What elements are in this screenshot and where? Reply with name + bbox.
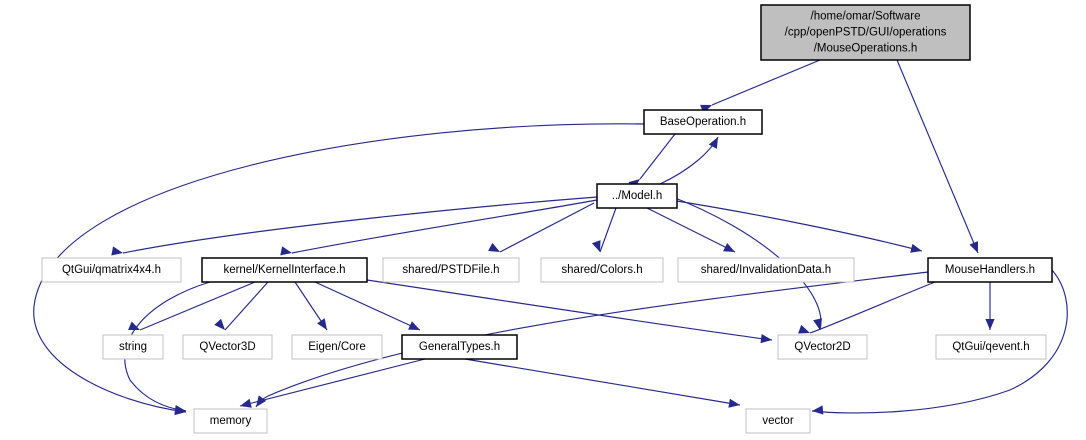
node-label: QtGui/qmatrix4x4.h: [62, 264, 161, 276]
node-box[interactable]: [182, 334, 273, 360]
arrowhead: [280, 246, 292, 256]
node-label: BaseOperation.h: [660, 116, 746, 128]
node-label: GeneralTypes.h: [419, 341, 500, 353]
node-label: QVector3D: [199, 341, 255, 353]
edge-kernelinterface-to-generaltypes: [314, 281, 421, 331]
edge-model-to-mousehandlers: [663, 198, 923, 253]
node-label: /cpp/openPSTD/GUI/operations: [785, 27, 947, 39]
node-label: kernel/KernelInterface.h: [223, 264, 345, 276]
edge-mousehandlers-to-qevent: [985, 282, 995, 330]
node-box[interactable]: [935, 334, 1047, 360]
node-memory[interactable]: memory: [193, 408, 268, 434]
edge-model-to-baseoperation: [659, 136, 719, 185]
edge-kernelinterface-to-string: [128, 281, 256, 331]
node-box[interactable]: [760, 4, 971, 61]
arrowhead: [317, 318, 327, 330]
arrowhead: [256, 395, 267, 407]
node-box[interactable]: [102, 334, 164, 360]
nodes-layer: /home/omar/Software/cpp/openPSTD/GUI/ope…: [41, 4, 1053, 434]
node-label: /home/omar/Software: [811, 11, 921, 23]
node-label: MouseHandlers.h: [945, 264, 1035, 276]
edge-mousehandlers-to-qvector2d: [798, 281, 936, 334]
node-qvector3d[interactable]: QVector3D: [182, 334, 273, 360]
node-box[interactable]: [596, 183, 678, 209]
node-kernelinterface[interactable]: kernel/KernelInterface.h: [201, 257, 368, 283]
arrowhead: [812, 405, 824, 415]
arrowhead: [985, 318, 995, 330]
node-label: Eigen/Core: [308, 341, 366, 353]
edges-layer: [33, 59, 1068, 416]
node-pstdfile[interactable]: shared/PSTDFile.h: [382, 257, 520, 283]
node-box[interactable]: [927, 257, 1053, 283]
node-box[interactable]: [777, 334, 868, 360]
node-label: shared/InvalidationData.h: [701, 264, 831, 276]
arrowhead: [708, 137, 718, 149]
node-label: vector: [762, 415, 793, 427]
node-string[interactable]: string: [102, 334, 164, 360]
edge-kernelinterface-to-qvector2d: [366, 279, 773, 344]
node-mousehandlers[interactable]: MouseHandlers.h: [927, 257, 1053, 283]
node-label: ../Model.h: [612, 190, 663, 202]
edge-root-to-mousehandlers: [896, 59, 979, 254]
arrowhead: [969, 241, 978, 253]
arrowhead: [488, 242, 500, 252]
node-box[interactable]: [41, 257, 182, 283]
edge-root-to-baseoperation: [700, 59, 821, 114]
node-qmatrix4x4[interactable]: QtGui/qmatrix4x4.h: [41, 257, 182, 283]
edge-model-to-colors: [591, 207, 617, 253]
node-label: string: [119, 341, 147, 353]
node-baseoperation[interactable]: BaseOperation.h: [643, 109, 763, 135]
edge-model-to-qmatrix4x4: [111, 196, 598, 256]
edge-baseoperation-to-model: [628, 133, 676, 190]
arrowhead: [813, 318, 823, 330]
node-label: QtGui/qevent.h: [952, 341, 1029, 353]
arrowhead: [214, 318, 225, 330]
arrowhead: [798, 324, 810, 334]
node-box[interactable]: [643, 109, 763, 135]
node-invalidationdata[interactable]: shared/InvalidationData.h: [677, 257, 855, 283]
arrowhead: [111, 246, 123, 256]
arrowhead: [128, 321, 140, 330]
arrowhead: [591, 240, 601, 252]
node-label: shared/Colors.h: [561, 264, 642, 276]
node-box[interactable]: [201, 257, 368, 283]
arrowhead: [910, 243, 922, 253]
edge-model-to-invalidationdata: [644, 206, 736, 253]
node-qevent[interactable]: QtGui/qevent.h: [935, 334, 1047, 360]
edge-mousehandlers-to-vector: [811, 269, 1068, 415]
arrowhead: [728, 398, 740, 408]
node-colors[interactable]: shared/Colors.h: [540, 257, 664, 283]
arrowhead: [240, 398, 252, 408]
node-box[interactable]: [540, 257, 664, 283]
edge-generaltypes-to-memory: [239, 358, 426, 408]
node-box[interactable]: [745, 408, 811, 434]
edge-kernelinterface-to-qvector3d: [214, 281, 269, 331]
node-box[interactable]: [193, 408, 268, 434]
node-box[interactable]: [291, 334, 383, 360]
node-label: memory: [210, 415, 252, 427]
arrowhead: [408, 321, 420, 330]
arrowhead: [723, 242, 735, 252]
arrowhead: [174, 405, 186, 415]
node-eigencore[interactable]: Eigen/Core: [291, 334, 383, 360]
arrowhead: [760, 334, 772, 344]
node-label: QVector2D: [794, 341, 850, 353]
node-vector[interactable]: vector: [745, 408, 811, 434]
node-box[interactable]: [382, 257, 520, 283]
node-model[interactable]: ../Model.h: [596, 183, 678, 209]
node-box[interactable]: [401, 334, 518, 360]
node-qvector2d[interactable]: QVector2D: [777, 334, 868, 360]
node-label: shared/PSTDFile.h: [402, 264, 499, 276]
node-generaltypes[interactable]: GeneralTypes.h: [401, 334, 518, 360]
edge-kernelinterface-to-memory: [124, 281, 211, 415]
edge-generaltypes-to-vector: [464, 358, 741, 408]
edge-model-to-kernelinterface: [280, 199, 598, 256]
edge-kernelinterface-to-eigencore: [294, 281, 328, 331]
node-label: /MouseOperations.h: [814, 43, 918, 55]
edge-model-to-pstdfile: [488, 202, 595, 253]
node-box[interactable]: [677, 257, 855, 283]
node-root[interactable]: /home/omar/Software/cpp/openPSTD/GUI/ope…: [760, 4, 971, 61]
